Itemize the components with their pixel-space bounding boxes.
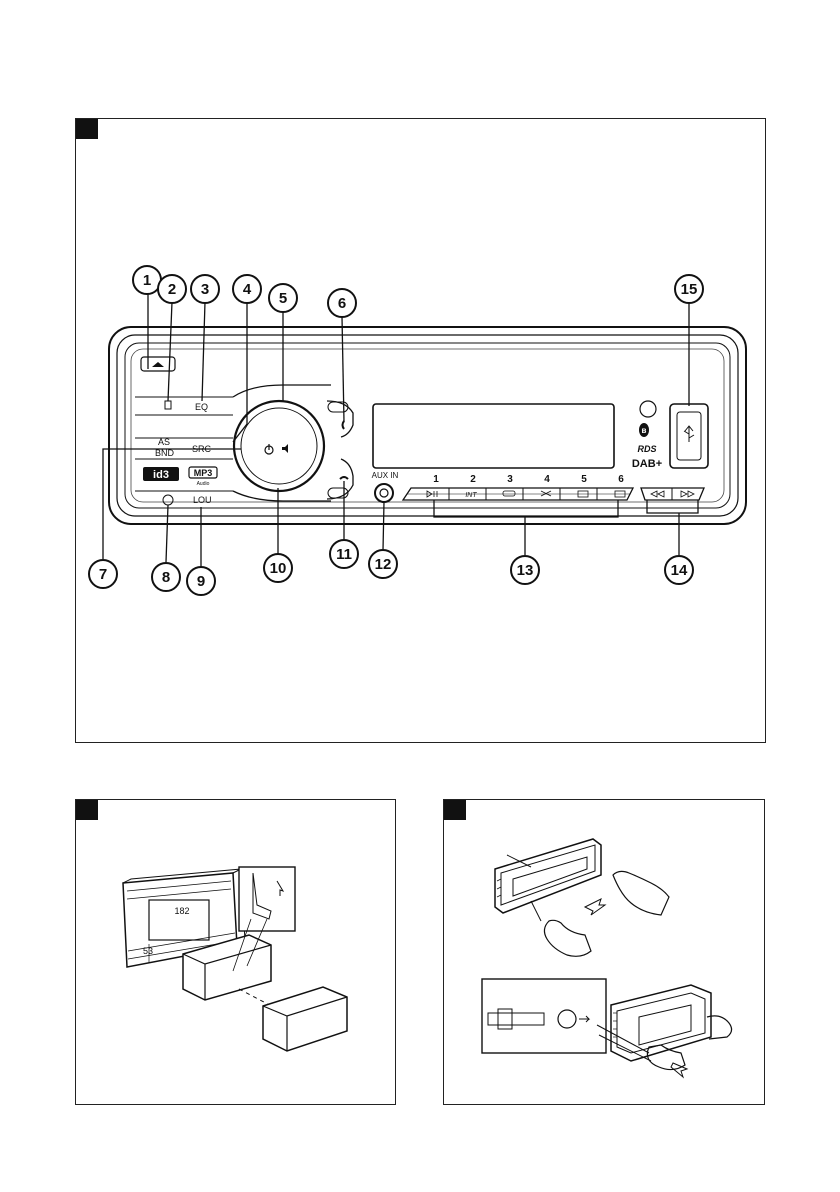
svg-text:13: 13 <box>517 562 534 579</box>
svg-text:15: 15 <box>681 281 698 298</box>
preset-1-number: 1 <box>433 474 439 485</box>
left-hand <box>544 920 591 956</box>
callout-13: 13 <box>511 556 539 584</box>
front-panel-figure: EQ AS BND SRC id3 MP3 Audio LOU <box>75 118 766 743</box>
as-button[interactable]: AS <box>158 437 170 447</box>
svg-text:11: 11 <box>336 546 352 563</box>
hangup-button-cap <box>328 488 348 498</box>
faceplate <box>125 343 730 508</box>
callout-12: 12 <box>369 550 397 578</box>
removal-figure <box>443 799 765 1105</box>
svg-text:12: 12 <box>375 556 392 573</box>
front-panel-drawing: EQ AS BND SRC id3 MP3 Audio LOU <box>76 119 767 744</box>
right-hand <box>613 871 669 915</box>
display-window <box>373 404 614 468</box>
callout-11: 11 <box>330 540 358 568</box>
mounting-drawing: 182 53 <box>76 800 397 1106</box>
answer-button[interactable] <box>327 401 353 437</box>
callout-15: 15 <box>675 275 703 303</box>
repeat-icon[interactable] <box>503 491 515 496</box>
width-dimension: 182 <box>174 906 189 916</box>
seek-forward-icon[interactable] <box>681 491 694 497</box>
svg-text:4: 4 <box>243 281 252 298</box>
mp3-audio-text: Audio <box>197 481 210 487</box>
int-button[interactable]: INT <box>465 492 477 499</box>
callout-1: 1 <box>133 266 161 294</box>
mounting-sleeve <box>183 935 271 1000</box>
phone-hangup-icon <box>340 477 348 479</box>
aux-in-jack[interactable] <box>375 484 393 502</box>
preset-5-number: 5 <box>581 474 587 485</box>
svg-text:7: 7 <box>99 566 107 583</box>
height-dimension: 53 <box>143 946 153 956</box>
svg-text:8: 8 <box>162 569 170 586</box>
preset-6-number: 6 <box>618 474 624 485</box>
answer-button-cap <box>328 402 348 412</box>
seek-back-icon[interactable] <box>651 491 664 497</box>
preset-number-row: 1 2 3 4 5 6 <box>433 474 624 485</box>
lou-button[interactable]: LOU <box>193 495 212 505</box>
preset-4-number: 4 <box>544 474 550 485</box>
pull-arrow-icon <box>585 899 605 915</box>
svg-text:1: 1 <box>143 272 151 289</box>
preset-2-number: 2 <box>470 474 476 485</box>
phone-answer-icon <box>343 421 345 429</box>
callout-2: 2 <box>158 275 186 303</box>
mute-icon <box>282 444 288 453</box>
volume-knob-inner <box>241 408 317 484</box>
rds-logo: RDS <box>637 444 656 454</box>
eq-button[interactable]: EQ <box>195 402 208 412</box>
menu-icon[interactable] <box>165 401 171 409</box>
tab-detail-inset <box>239 867 295 931</box>
callout-7: 7 <box>89 560 117 588</box>
callout-3: 3 <box>191 275 219 303</box>
callout-6: 6 <box>328 289 356 317</box>
callout-9: 9 <box>187 567 215 595</box>
mounting-figure: 182 53 <box>75 799 396 1105</box>
removal-drawing <box>444 800 766 1106</box>
svg-text:3: 3 <box>201 281 209 298</box>
usb-icon <box>684 426 694 442</box>
aux-in-label: AUX IN <box>372 471 399 480</box>
ir-sensor <box>640 401 656 417</box>
callout-4: 4 <box>233 275 261 303</box>
frame-opening <box>513 857 587 896</box>
callout-8: 8 <box>152 563 180 591</box>
faceplate-inner <box>131 349 724 502</box>
id3-logo-text: id3 <box>153 469 169 481</box>
radio-unit <box>263 987 347 1051</box>
preset-3-number: 3 <box>507 474 513 485</box>
svg-text:6: 6 <box>338 295 346 312</box>
callout-5: 5 <box>269 284 297 312</box>
svg-text:5: 5 <box>279 290 287 307</box>
svg-text:10: 10 <box>270 560 287 577</box>
info-icon[interactable] <box>163 495 173 505</box>
svg-text:14: 14 <box>671 562 688 579</box>
svg-text:9: 9 <box>197 573 205 590</box>
eject-icon <box>152 362 164 367</box>
shuffle-icon[interactable] <box>541 491 551 496</box>
callout-14: 14 <box>665 556 693 584</box>
radio-chassis <box>611 985 711 1061</box>
svg-text:2: 2 <box>168 281 176 298</box>
svg-text:ʙ: ʙ <box>642 426 647 435</box>
callout-10: 10 <box>264 554 292 582</box>
mp3-logo-text: MP3 <box>194 468 213 478</box>
dab-logo: DAB+ <box>632 458 662 470</box>
